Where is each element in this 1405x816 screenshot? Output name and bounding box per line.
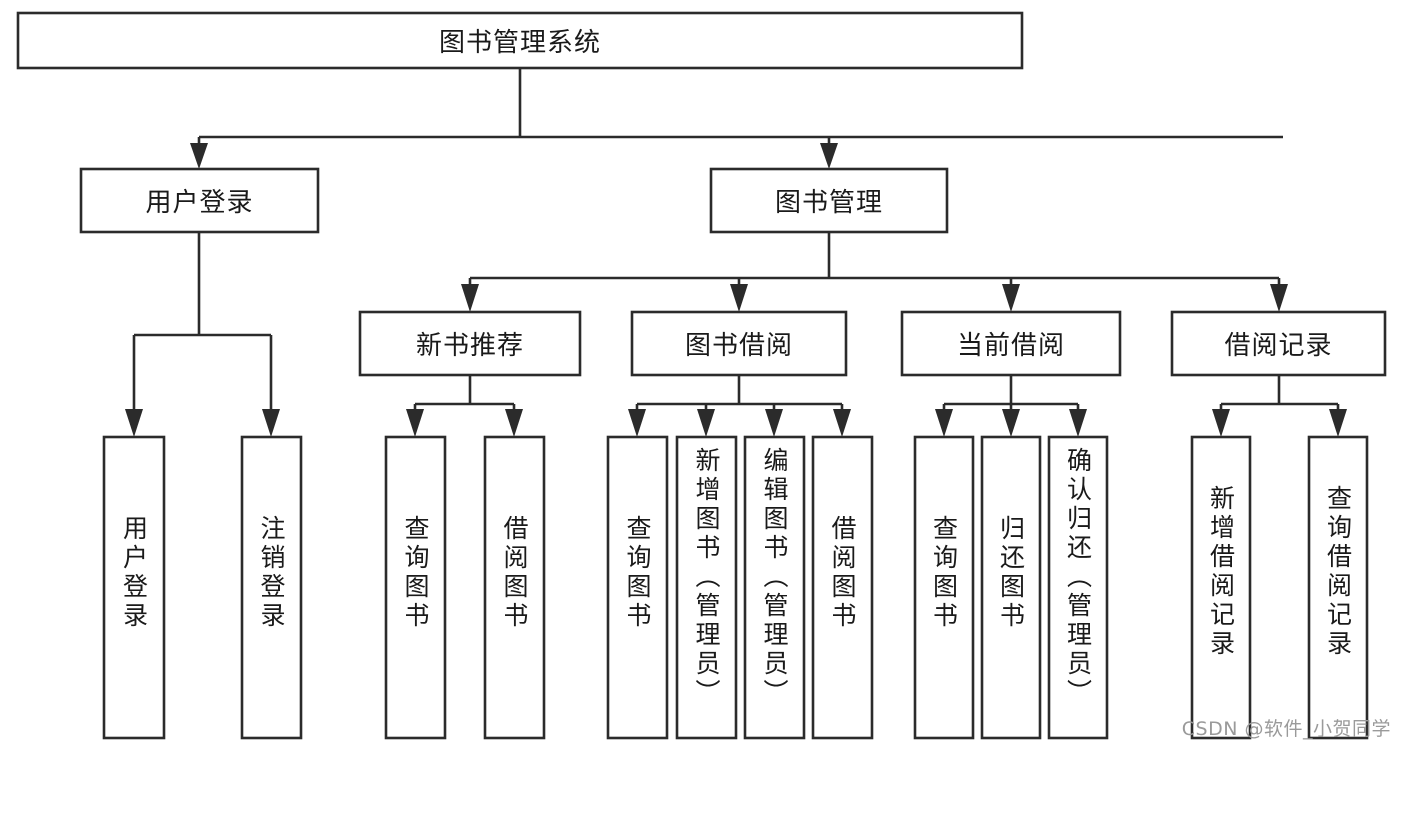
arrow-to-book-borrow <box>730 284 748 312</box>
leaf-box-user-login-1[interactable] <box>240 435 303 740</box>
node-root[interactable] <box>16 11 1024 70</box>
arrow-leaf-new-book-1 <box>505 409 523 437</box>
leaf-box-borrow-record-1[interactable] <box>1307 435 1369 740</box>
leaf-box-borrow-record-0[interactable] <box>1190 435 1252 740</box>
arrow-to-new-book <box>461 284 479 312</box>
arrow-leaf-current-borrow-0 <box>935 409 953 437</box>
node-book-borrow[interactable] <box>630 310 848 377</box>
leaf-box-book-borrow-3[interactable] <box>811 435 874 740</box>
watermark: CSDN @软件_小贺同学 <box>1181 718 1391 740</box>
arrow-leaf-book-borrow-3 <box>833 409 851 437</box>
node-current-borrow[interactable] <box>900 310 1122 377</box>
connector-user-login-to-leaves <box>125 232 280 437</box>
leaf-box-user-login-0[interactable] <box>102 435 166 740</box>
connector-current-borrow-to-leaves <box>935 375 1087 437</box>
connector-root-to-level2 <box>190 68 1283 169</box>
leaf-box-new-book-1[interactable] <box>483 435 546 740</box>
connector-new-book-to-leaves <box>406 375 523 437</box>
diagram-svg <box>16 11 1387 740</box>
arrow-leaf-new-book-0 <box>406 409 424 437</box>
leaf-box-book-borrow-0[interactable] <box>606 435 669 740</box>
arrow-to-current-borrow <box>1002 284 1020 312</box>
arrow-leaf-current-borrow-1 <box>1002 409 1020 437</box>
arrow-leaf-borrow-record-1 <box>1329 409 1347 437</box>
leaf-box-current-borrow-2[interactable] <box>1047 435 1109 740</box>
arrow-to-book-manage <box>820 143 838 169</box>
arrow-to-borrow-record <box>1270 284 1288 312</box>
connector-book-borrow-to-leaves <box>628 375 851 437</box>
arrow-leaf-current-borrow-2 <box>1069 409 1087 437</box>
arrow-to-user-login <box>190 143 208 169</box>
diagram-canvas: 图书管理系统 用户登录 图书管理 新书推荐 图书借阅 当前借阅 借阅记录 用户登… <box>16 11 1391 740</box>
arrow-leaf-book-borrow-1 <box>697 409 715 437</box>
connector-book-manage-to-level3 <box>461 232 1288 312</box>
node-borrow-record[interactable] <box>1170 310 1387 377</box>
leaf-box-book-borrow-1[interactable] <box>675 435 738 740</box>
arrow-leaf-book-borrow-0 <box>628 409 646 437</box>
arrow-leaf-borrow-record-0 <box>1212 409 1230 437</box>
leaf-box-current-borrow-0[interactable] <box>913 435 975 740</box>
node-new-book[interactable] <box>358 310 582 377</box>
leaf-box-new-book-0[interactable] <box>384 435 447 740</box>
connector-borrow-record-to-leaves <box>1212 375 1347 437</box>
arrow-leaf-user-login-1 <box>262 409 280 437</box>
node-user-login[interactable] <box>79 167 320 234</box>
leaf-box-current-borrow-1[interactable] <box>980 435 1042 740</box>
arrow-leaf-user-login-0 <box>125 409 143 437</box>
node-book-manage[interactable] <box>709 167 949 234</box>
leaf-box-book-borrow-2[interactable] <box>743 435 806 740</box>
arrow-leaf-book-borrow-2 <box>765 409 783 437</box>
